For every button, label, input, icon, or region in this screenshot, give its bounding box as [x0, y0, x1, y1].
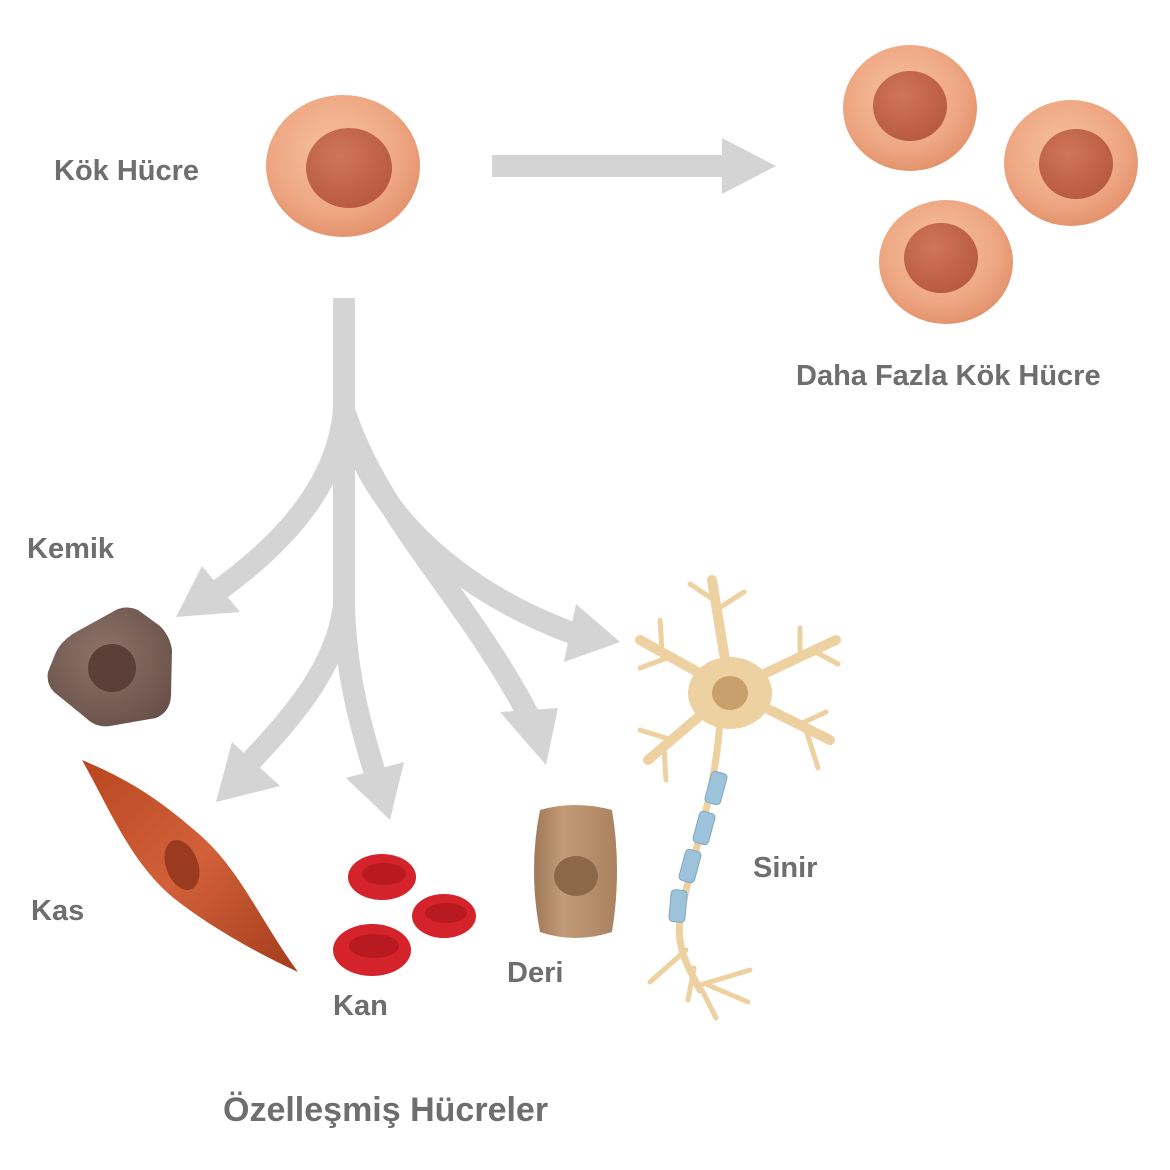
stem-cell-copy	[1004, 100, 1138, 226]
red-blood-cell	[333, 924, 411, 976]
nerve-arrow-shaft	[333, 407, 596, 651]
stem-cell-label: Kök Hücre	[54, 155, 200, 187]
myelin-sheath	[668, 770, 728, 923]
nerve-soma	[688, 657, 772, 729]
more-stem-cells	[843, 45, 1138, 324]
differentiation-arrows	[205, 298, 596, 794]
red-blood-cell	[348, 854, 416, 900]
stem-cell-copy	[843, 45, 977, 171]
arrow-heads	[176, 566, 620, 820]
muscle-label: Kas	[31, 895, 85, 927]
red-blood-cell	[412, 894, 476, 938]
bone-cell	[47, 607, 172, 727]
blood-arrow-shaft	[333, 604, 391, 794]
nerve-arrow-head	[564, 604, 620, 662]
blood-label: Kan	[333, 990, 388, 1022]
muscle-cell	[82, 760, 298, 972]
blood-arrow-head	[346, 762, 404, 820]
skin-arrow-head	[500, 708, 558, 765]
stem-cell	[266, 95, 420, 237]
nerve-label: Sinir	[753, 852, 818, 884]
bone-label: Kemik	[27, 533, 115, 565]
muscle-arrow-head	[216, 742, 280, 802]
stem-cell-copy	[879, 200, 1013, 324]
self-renewal-arrow	[492, 138, 776, 194]
skin-label: Deri	[507, 957, 564, 989]
bone-arrow-shaft	[205, 408, 355, 604]
blood-cells	[333, 854, 476, 976]
more-stem-cells-label: Daha Fazla Kök Hücre	[796, 360, 1101, 392]
muscle-arrow-shaft	[230, 603, 355, 783]
skin-cell	[534, 805, 617, 938]
bone-arrow-head	[176, 566, 240, 617]
specialized-cells-label: Özelleşmiş Hücreler	[223, 1091, 549, 1129]
nerve-cell	[635, 575, 841, 1021]
